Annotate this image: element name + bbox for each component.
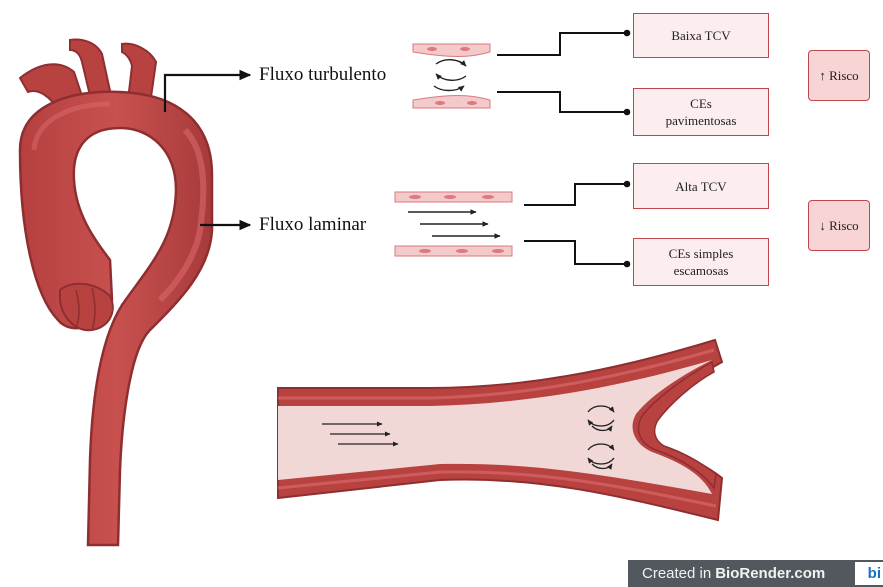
circular-flow-icon xyxy=(434,60,466,91)
risk-down-badge: ↓ Risco xyxy=(808,200,870,251)
box-ces-simples-line2: escamosas xyxy=(674,262,729,279)
box-ces-pav-line1: CEs xyxy=(690,95,712,112)
box-high-tcv-text: Alta TCV xyxy=(675,178,726,195)
label-turbulent-flow: Fluxo turbulento xyxy=(259,64,386,86)
arrow-icon xyxy=(408,212,500,236)
turbulent-vessel-segment xyxy=(413,44,490,108)
credit-brand: BioRender.com xyxy=(715,565,825,582)
aorta-illustration xyxy=(20,40,212,545)
box-low-tcv: Baixa TCV xyxy=(633,13,769,58)
box-ces-pav-line2: pavimentosas xyxy=(666,112,737,129)
label-laminar-flow: Fluxo laminar xyxy=(259,214,366,236)
box-ces-simples-line1: CEs simples xyxy=(669,245,734,262)
bifurcation-vessel xyxy=(278,340,722,520)
risk-up-text: ↑ Risco xyxy=(819,68,858,84)
connector-dots xyxy=(624,30,631,268)
risk-down-text: ↓ Risco xyxy=(819,218,858,234)
credit-prefix: Created in xyxy=(642,565,711,582)
laminar-vessel-segment xyxy=(395,192,512,256)
box-ces-simples: CEs simples escamosas xyxy=(633,238,769,286)
box-ces-pavimentosas: CEs pavimentosas xyxy=(633,88,769,136)
box-high-tcv: Alta TCV xyxy=(633,163,769,209)
box-low-tcv-text: Baixa TCV xyxy=(671,27,730,44)
connector-lines xyxy=(497,33,626,264)
biorender-credit[interactable]: Created in BioRender.com bi xyxy=(628,560,883,587)
risk-up-badge: ↑ Risco xyxy=(808,50,870,101)
biorender-logo-icon: bi xyxy=(855,562,883,585)
